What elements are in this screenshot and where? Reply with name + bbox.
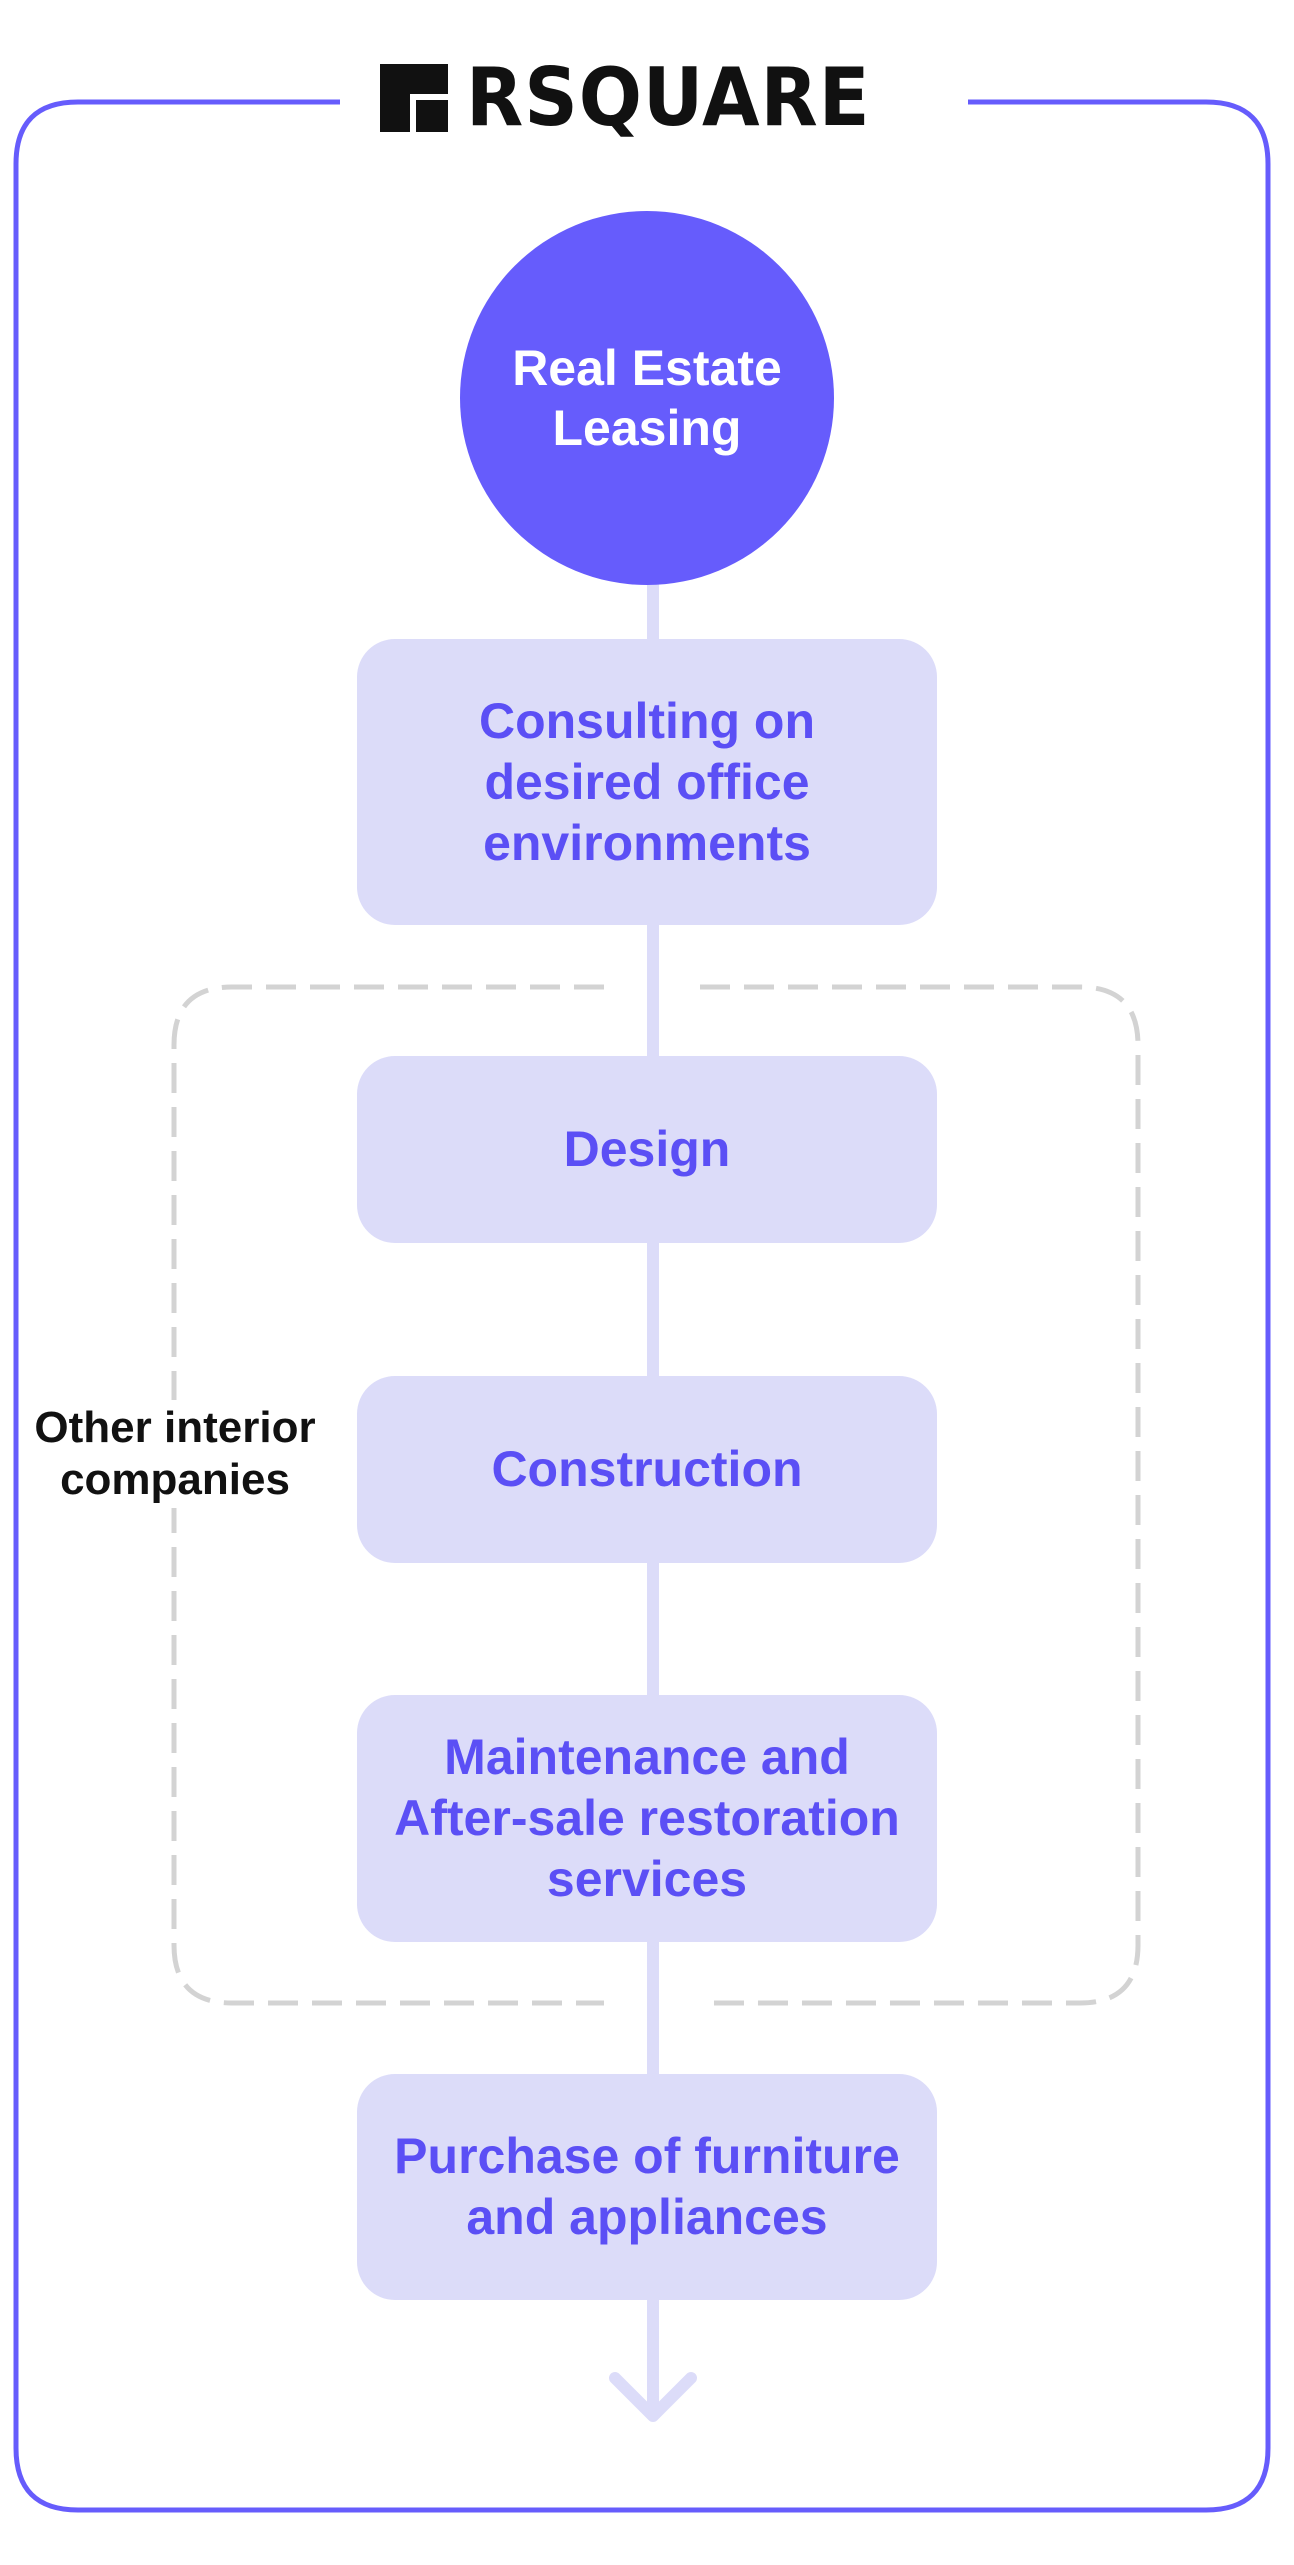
rsquare-logo-text: RSQUARE xyxy=(466,51,871,144)
step-purchase-furniture: Purchase of furniture and appliances xyxy=(357,2074,937,2300)
outer-border xyxy=(13,99,1271,2513)
step-consulting: Consulting on desired office environment… xyxy=(357,639,937,925)
step-construction: Construction xyxy=(357,1376,937,1563)
group-label-other-interior-companies: Other interior companies xyxy=(22,1400,328,1508)
step-design: Design xyxy=(357,1056,937,1243)
rsquare-logo: RSQUARE xyxy=(380,58,926,138)
step-maintenance: Maintenance and After-sale restoration s… xyxy=(357,1695,937,1942)
flow-arrow-head xyxy=(609,2372,697,2422)
group-dashed-border-right xyxy=(700,984,1141,2006)
start-node-real-estate-leasing: Real Estate Leasing xyxy=(460,211,834,585)
group-dashed-border xyxy=(171,984,604,2006)
rsquare-logo-mark-icon xyxy=(380,64,448,132)
